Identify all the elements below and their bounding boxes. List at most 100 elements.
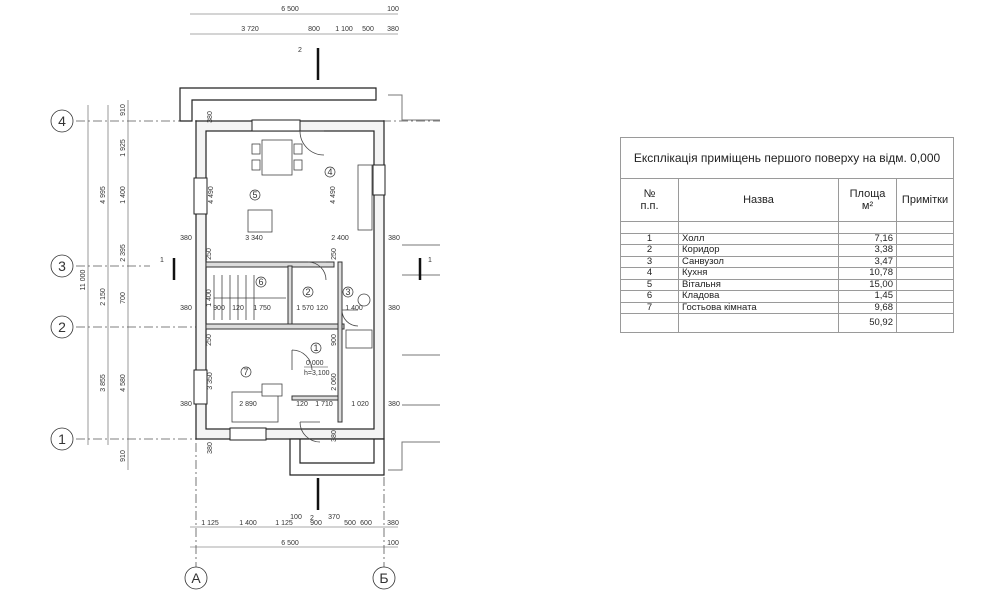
inner-dim: 1 570 xyxy=(296,305,314,312)
inner-dim: 250 xyxy=(206,334,213,346)
cell-no: 5 xyxy=(620,278,679,291)
inner-dim: 1 020 xyxy=(351,401,369,408)
table-row: 2 Коридор 3,38 xyxy=(620,244,955,257)
inner-dim: 120 xyxy=(316,305,328,312)
cell-name: Кухня xyxy=(678,267,839,280)
room-number-3: 3 xyxy=(345,287,350,297)
dim-bottom-part: 1 125 xyxy=(201,520,219,527)
cell-notes xyxy=(895,267,955,280)
room-number-6: 6 xyxy=(258,277,263,287)
table-row: 4 Кухня 10,78 xyxy=(620,267,955,280)
cell-area: 10,78 xyxy=(838,267,897,280)
inner-dim: 120 xyxy=(296,401,308,408)
cell-no: 7 xyxy=(620,301,679,314)
cell-notes xyxy=(895,232,955,245)
cell-no: 3 xyxy=(620,255,679,268)
inner-dim: 380 xyxy=(180,305,192,312)
floor-plan: 2 2 1 1 4 3 2 1 А Б 6 500 100 3 720 800 … xyxy=(50,6,440,590)
inner-dim: 250 xyxy=(206,248,213,260)
cell-area: 3,38 xyxy=(838,244,897,257)
inner-dim: 380 xyxy=(180,235,192,242)
total-row: 50,92 xyxy=(620,313,955,333)
dim-top-part: 500 xyxy=(362,26,374,33)
cell-notes xyxy=(895,244,955,257)
dim-bottom-small: 100 xyxy=(290,514,302,521)
dim-bottom-small: 370 xyxy=(328,514,340,521)
cell-no: 4 xyxy=(620,267,679,280)
cell-no: 6 xyxy=(620,290,679,303)
bottom-dimensions: 100 370 1 125 1 400 1 125 900 500 600 38… xyxy=(201,514,399,547)
inner-dim: 380 xyxy=(207,442,214,454)
dim-bottom-overall: 6 500 xyxy=(281,540,299,547)
inner-dim: 3 340 xyxy=(245,235,263,242)
section-marks xyxy=(172,48,422,510)
axis-label-4: 4 xyxy=(58,113,66,129)
inner-dim: 4 490 xyxy=(330,186,337,204)
dim-left-outer: 910 xyxy=(120,104,127,116)
blank-row xyxy=(620,221,955,234)
inner-dimensions: 380 4 490 4 490 3 340 2 400 380 380 250 … xyxy=(180,111,400,454)
cell-name: Коридор xyxy=(678,244,839,257)
col-header-no: № п.п. xyxy=(620,178,679,222)
section-mark-label: 2 xyxy=(298,47,302,54)
stairs xyxy=(213,275,286,320)
cell-area: 1,45 xyxy=(838,290,897,303)
section-mark-label: 1 xyxy=(160,257,164,264)
dim-top-part: 1 100 xyxy=(335,26,353,33)
section-labels: 2 2 1 1 xyxy=(160,47,432,522)
cell-notes xyxy=(895,278,955,291)
axis-label-b: Б xyxy=(379,570,388,586)
table-row: 7 Гостьова кімната 9,68 xyxy=(620,301,955,314)
cell-name: Вітальня xyxy=(678,278,839,291)
room-numbers: 1 2 3 4 5 6 7 xyxy=(243,167,350,377)
background-extensions xyxy=(388,94,440,471)
col-header-area: Площа м² xyxy=(838,178,897,222)
dim-left-level2: 4 995 xyxy=(100,186,107,204)
inner-dim: 2 400 xyxy=(331,235,349,242)
top-dimensions: 6 500 100 3 720 800 1 100 500 380 xyxy=(241,6,399,33)
inner-dim: 120 xyxy=(232,305,244,312)
axis-markers xyxy=(50,109,396,590)
cell-notes xyxy=(895,290,955,303)
dim-left-level1: 700 xyxy=(120,292,127,304)
level-mark: 0,000 h=3,100 xyxy=(304,360,330,377)
dim-left-outer: 910 xyxy=(120,450,127,462)
inner-dim: 2 060 xyxy=(331,373,338,391)
dimension-lines xyxy=(87,13,398,548)
axis-label-3: 3 xyxy=(58,258,66,274)
level-mark-value: 0,000 xyxy=(306,360,324,367)
inner-dim: 900 xyxy=(331,334,338,346)
cell-area: 9,68 xyxy=(838,301,897,314)
table-row: 5 Вітальня 15,00 xyxy=(620,278,955,291)
dim-top-part: 800 xyxy=(308,26,320,33)
dim-bottom-part: 900 xyxy=(310,520,322,527)
cell-no: 2 xyxy=(620,244,679,257)
cell-no: 1 xyxy=(620,232,679,245)
dim-top-overall-add: 100 xyxy=(387,6,399,13)
room-number-5: 5 xyxy=(252,190,257,200)
cell-area: 7,16 xyxy=(838,232,897,245)
inner-dim: 2 890 xyxy=(239,401,257,408)
dim-top-part: 3 720 xyxy=(241,26,259,33)
explication-title: Експлікація приміщень першого поверху на… xyxy=(619,137,955,179)
col-header-notes: Примітки xyxy=(895,178,955,222)
cell-area: 3,47 xyxy=(838,255,897,268)
dim-left-level1: 1 400 xyxy=(120,186,127,204)
inner-dim: 380 xyxy=(388,401,400,408)
total-area: 50,92 xyxy=(838,313,897,333)
room-markers xyxy=(240,166,354,378)
section-mark-label: 1 xyxy=(428,257,432,264)
furniture xyxy=(231,139,373,423)
dim-left-level1: 4 580 xyxy=(120,374,127,392)
dim-bottom-part: 1 125 xyxy=(275,520,293,527)
doors xyxy=(291,130,359,443)
dim-top-part: 380 xyxy=(387,26,399,33)
inner-dim: 1 710 xyxy=(315,401,333,408)
table-row: 1 Холл 7,16 xyxy=(620,232,955,245)
room-number-7: 7 xyxy=(243,367,248,377)
inner-dim: 1 400 xyxy=(206,289,213,307)
axis-label-1: 1 xyxy=(58,431,66,447)
table-row: 6 Кладова 1,45 xyxy=(620,290,955,303)
dim-bottom-overall-add: 100 xyxy=(387,540,399,547)
dim-top-overall: 6 500 xyxy=(281,6,299,13)
